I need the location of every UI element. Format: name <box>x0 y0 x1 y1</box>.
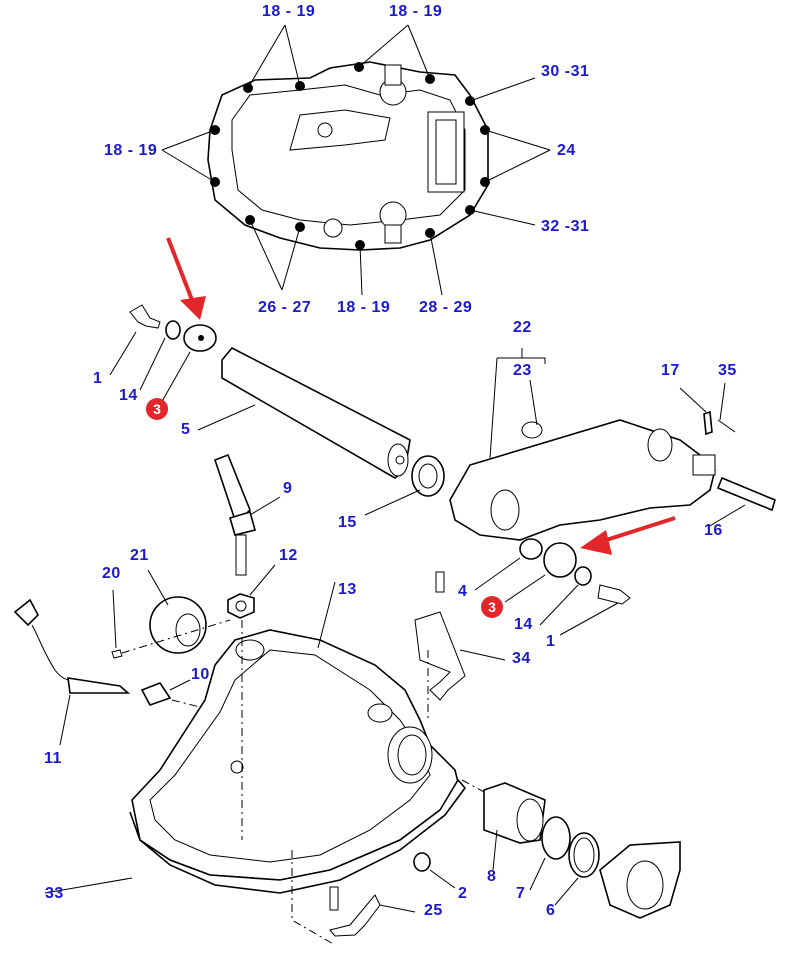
bolt-1-right <box>597 584 631 605</box>
callout-18-19: 18 - 19 <box>337 299 391 316</box>
plug-10 <box>140 682 172 706</box>
callout-7: 7 <box>516 885 526 902</box>
callout-9: 9 <box>283 480 293 497</box>
red-arrow-left <box>166 237 206 320</box>
callout-35: 35 <box>718 362 737 379</box>
callout-33: 33 <box>45 885 64 902</box>
callout-24: 24 <box>557 142 576 159</box>
pin-16 <box>716 476 776 512</box>
bracket-25 <box>329 894 381 937</box>
lift-arm-22 <box>449 419 716 541</box>
callout-5: 5 <box>181 421 191 438</box>
callout-8: 8 <box>487 868 497 885</box>
callout-1: 1 <box>546 633 556 650</box>
washer-3-right <box>543 542 577 578</box>
highlight-badge-3: 3 <box>481 596 503 618</box>
sensor-11 <box>13 598 39 627</box>
callout-32-31: 32 -31 <box>541 218 590 235</box>
callout-30-31: 30 -31 <box>541 63 590 80</box>
callout-1: 1 <box>93 370 103 387</box>
callout-28-29: 28 - 29 <box>419 299 473 316</box>
callout-26-27: 26 - 27 <box>258 299 312 316</box>
callout-11: 11 <box>44 750 62 767</box>
callout-21: 21 <box>130 547 149 564</box>
callout-16: 16 <box>704 522 723 539</box>
callout-14: 14 <box>119 387 138 404</box>
spacer-2 <box>413 852 431 872</box>
washer-14-left <box>165 320 181 340</box>
washer-4-right <box>519 538 543 560</box>
highlight-badge-3: 3 <box>146 398 168 420</box>
callout-12: 12 <box>279 547 298 564</box>
callout-10: 10 <box>191 666 210 683</box>
gasket-33 <box>129 778 467 894</box>
top-cover-plate <box>207 61 489 251</box>
top-leader-lines <box>161 24 551 296</box>
washer-14-right <box>574 566 592 586</box>
housing-13 <box>131 629 461 881</box>
shaft-5 <box>221 346 411 479</box>
callout-23: 23 <box>513 362 532 379</box>
callout-34: 34 <box>512 650 531 667</box>
callout-18-19: 18 - 19 <box>262 3 316 20</box>
grub-screw-20 <box>111 649 123 659</box>
o-ring-7 <box>541 816 571 860</box>
callout-18-19: 18 - 19 <box>104 142 158 159</box>
callout-18-19: 18 - 19 <box>389 3 443 20</box>
callout-6: 6 <box>546 902 556 919</box>
callout-17: 17 <box>661 362 680 379</box>
sender-9-cable <box>213 453 251 521</box>
callout-14: 14 <box>514 616 533 633</box>
callout-25: 25 <box>424 902 443 919</box>
callout-4: 4 <box>458 583 468 600</box>
callout-15: 15 <box>338 514 357 531</box>
callout-20: 20 <box>102 565 121 582</box>
callout-13: 13 <box>338 581 357 598</box>
pin-17 <box>703 410 713 436</box>
callout-22: 22 <box>513 319 532 336</box>
callout-2: 2 <box>458 885 468 902</box>
bolt-1-left <box>129 304 161 329</box>
bush-8 <box>483 782 546 844</box>
red-arrow-right <box>580 516 676 555</box>
bracket-34 <box>414 611 466 701</box>
